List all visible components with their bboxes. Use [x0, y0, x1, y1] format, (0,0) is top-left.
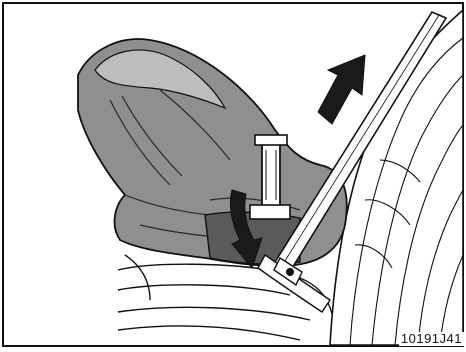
figure-code: 10191J41 — [399, 332, 464, 346]
arrow-up-right-icon — [318, 55, 365, 124]
vehicle-seatback — [330, 10, 463, 345]
